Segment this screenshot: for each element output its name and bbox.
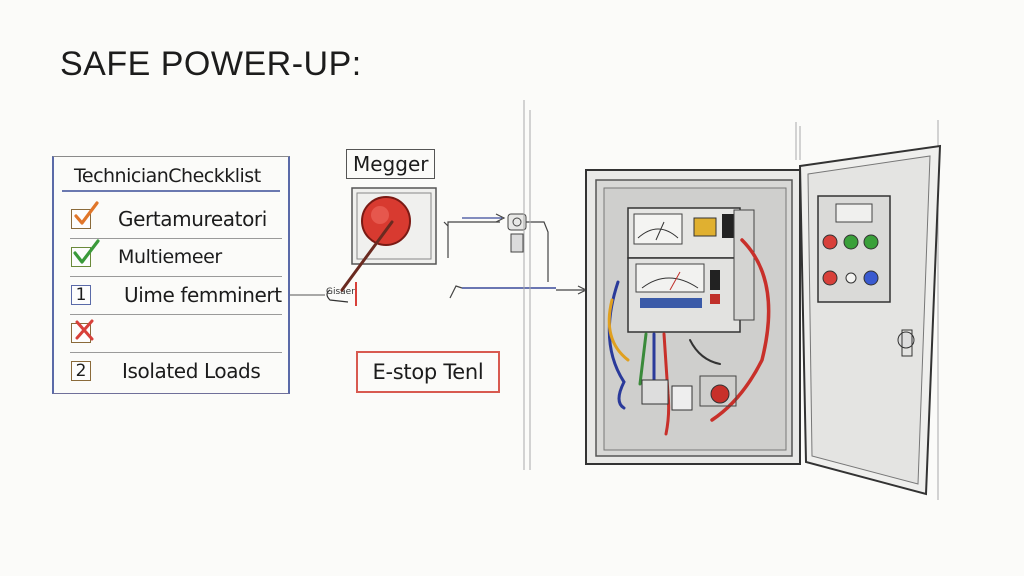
- row-divider: [70, 352, 282, 353]
- checklist-item-label: Uime femminert: [124, 283, 282, 307]
- digital-meter: [627, 209, 755, 333]
- checklist-item-label: Multiemeer: [118, 246, 222, 268]
- checklist-item[interactable]: Gertamureatori: [66, 201, 282, 239]
- terminal-blocks: [641, 375, 737, 411]
- checkbox[interactable]: 2: [71, 361, 91, 381]
- row-divider: [70, 276, 282, 277]
- red-button-icon: [822, 270, 838, 286]
- connector-arrows: [443, 213, 588, 299]
- checkbox[interactable]: [71, 209, 91, 229]
- checkbox[interactable]: 1: [71, 285, 91, 305]
- checklist-item[interactable]: Multiemeer: [66, 239, 282, 277]
- technician-checklist: TechnicianCheckklist Gertamureatori Mult…: [52, 156, 290, 394]
- red-button-icon: [822, 234, 838, 250]
- row-divider: [70, 238, 282, 239]
- checklist-item[interactable]: [66, 319, 282, 353]
- cross-mark-icon: [75, 319, 94, 341]
- green-button-icon: [863, 234, 879, 250]
- page-title: SAFE POWER-UP:: [60, 45, 362, 83]
- plug-icon: [507, 213, 527, 253]
- checklist-title: TechnicianCheckklist: [74, 165, 261, 187]
- probe-icon: [326, 282, 357, 306]
- checklist-title-rule: [62, 190, 280, 192]
- green-button-icon: [843, 234, 859, 250]
- row-divider: [70, 314, 282, 315]
- check-mark-icon: [74, 201, 99, 225]
- check-mark-icon: [73, 239, 100, 264]
- checklist-item-label: Isolated Loads: [122, 359, 261, 383]
- estop-test-label: E-stop Tenl: [356, 351, 500, 393]
- megger-label: Megger: [346, 149, 436, 179]
- cabinet-door: [798, 144, 942, 496]
- estop-button[interactable]: [340, 187, 437, 292]
- checklist-item[interactable]: 2 Isolated Loads: [66, 357, 282, 387]
- tool-label: Gisaer: [326, 287, 355, 297]
- analog-meter: [627, 207, 741, 259]
- blue-button-icon: [863, 270, 879, 286]
- checklist-item[interactable]: 1 Uime femminert: [66, 281, 282, 315]
- checklist-item-label: Gertamureatori: [118, 207, 267, 231]
